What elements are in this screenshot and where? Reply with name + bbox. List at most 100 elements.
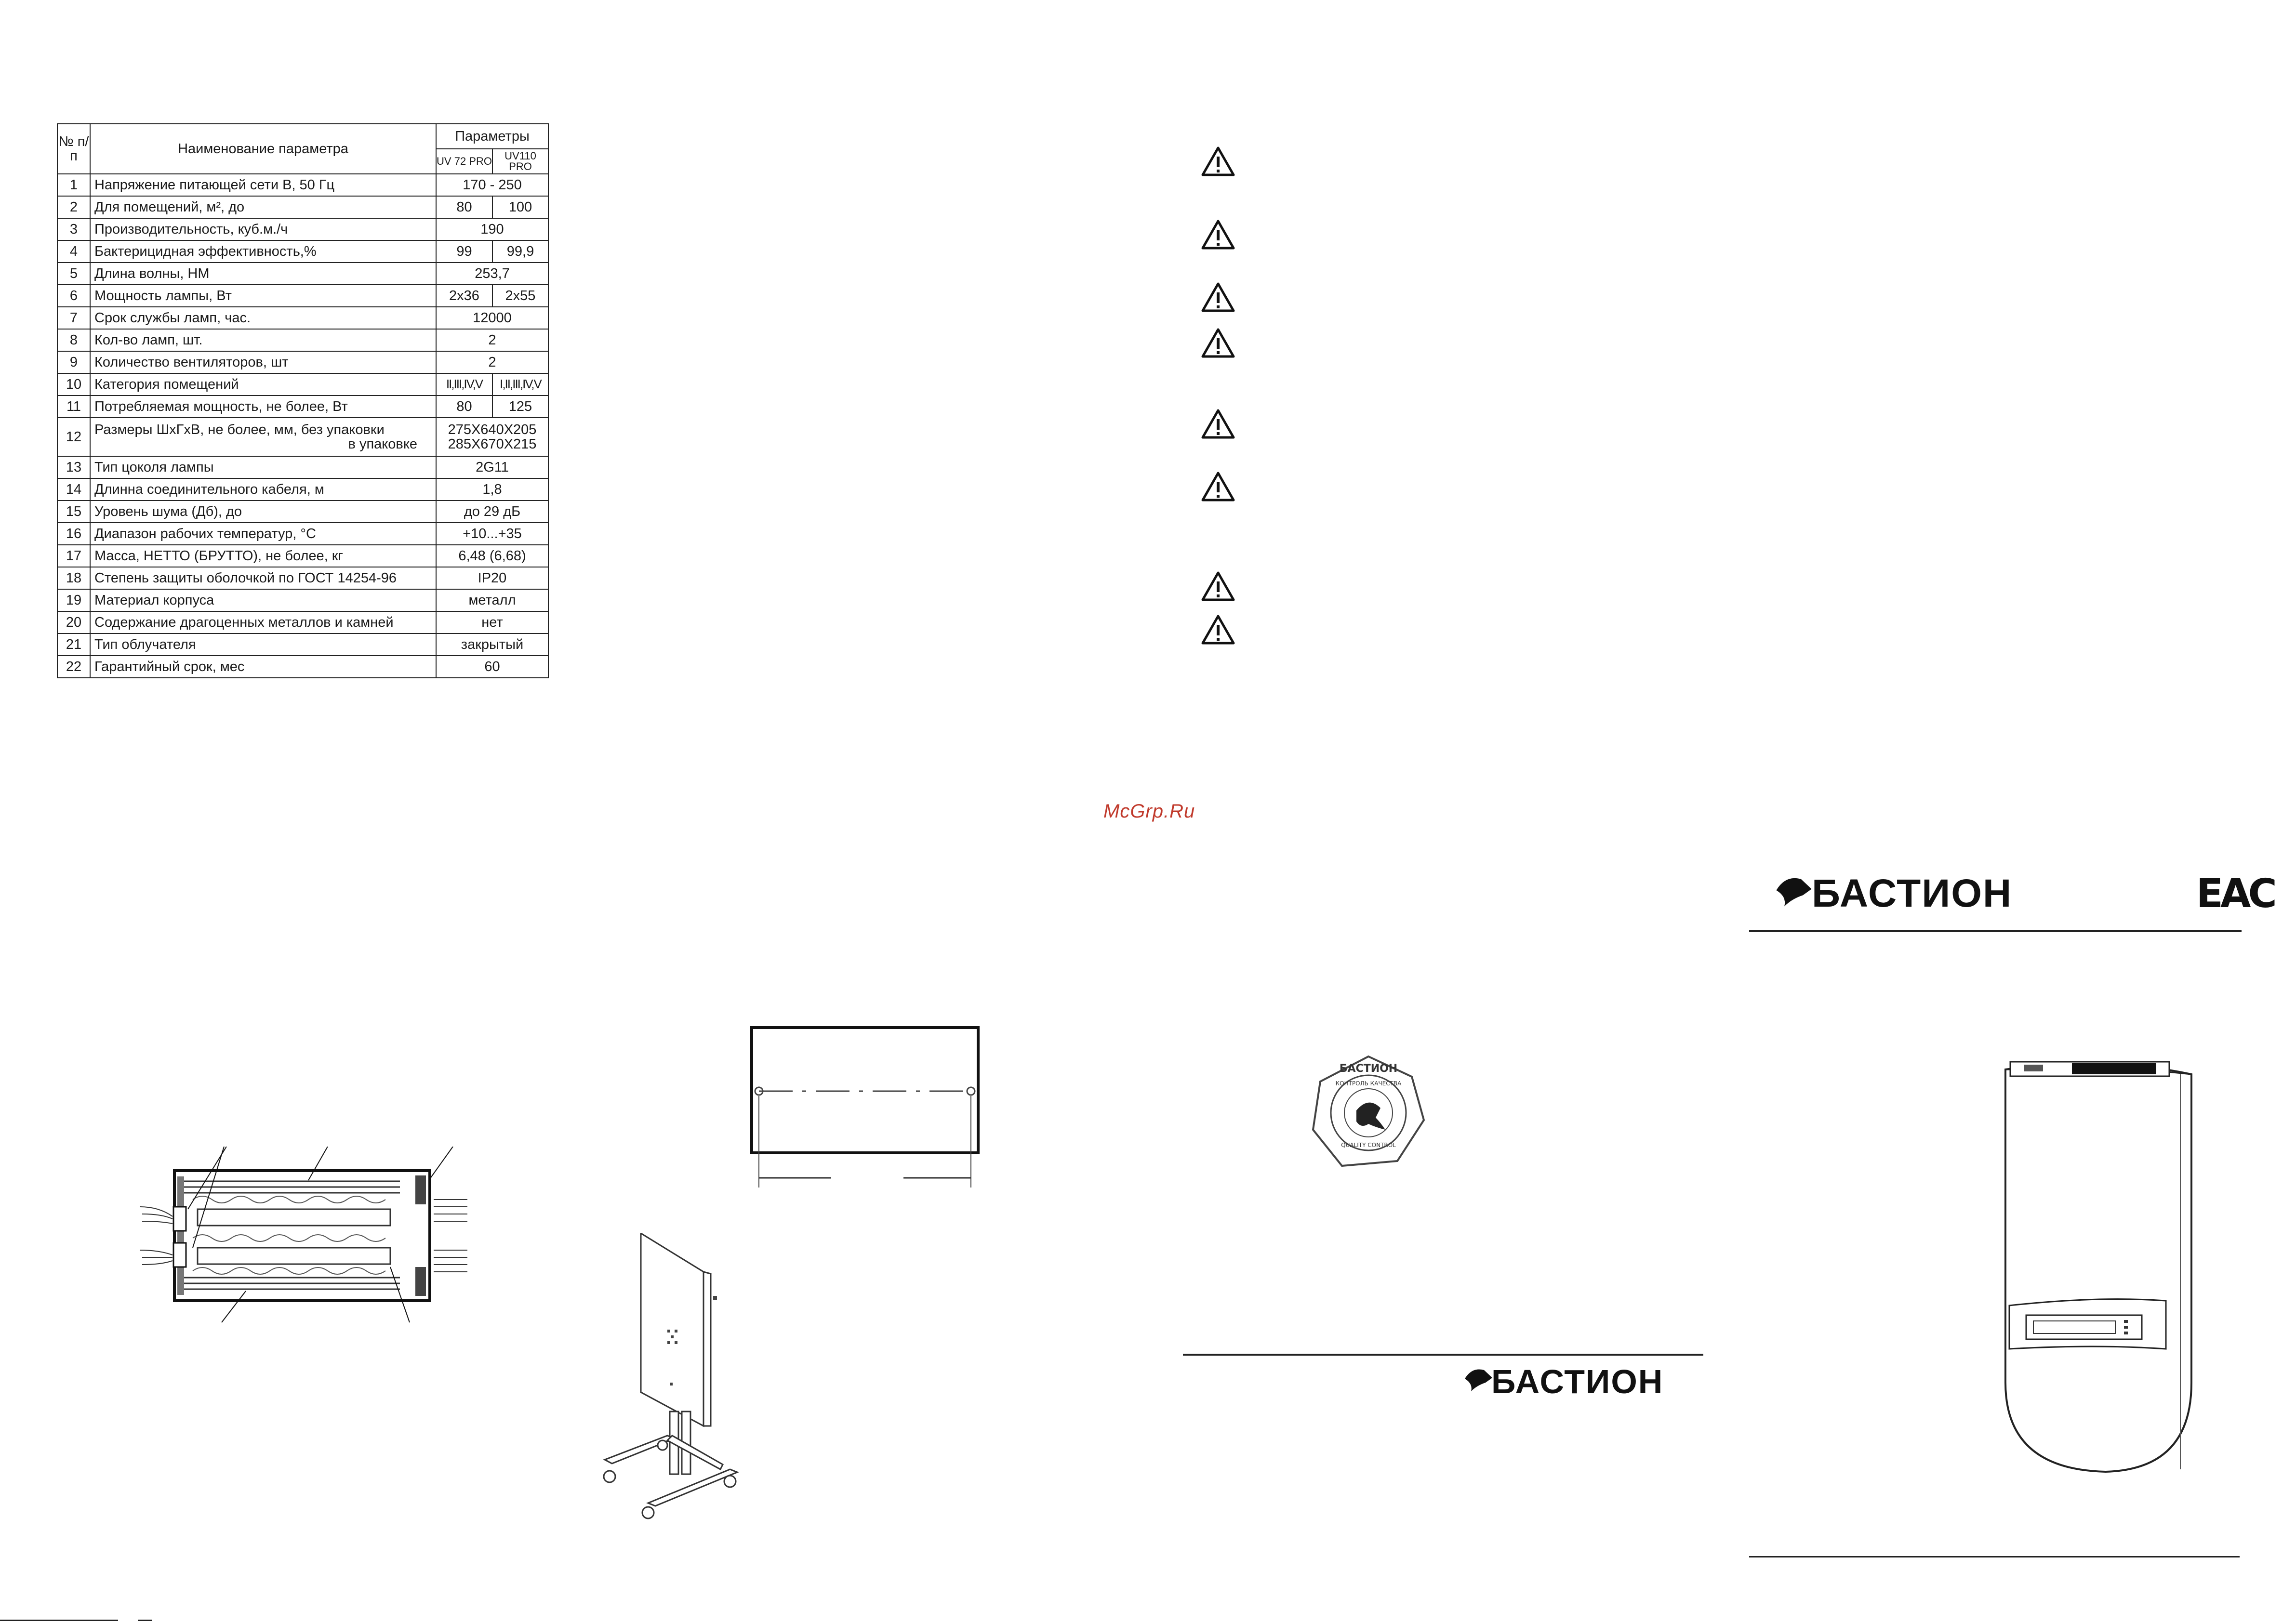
warning-triangle-icon [1201, 571, 1235, 601]
parameter-name: Категория помещений [90, 373, 437, 396]
parameter-name-text: Кол-во ламп, шт. [94, 332, 203, 348]
parameter-name: Тип облучателя [90, 633, 437, 656]
page-edge-mark [0, 1620, 118, 1621]
parameter-name: Тип цоколя лампы [90, 456, 437, 479]
row-number: 19 [57, 589, 91, 612]
value-model-1: 2х36 [436, 284, 493, 307]
parameter-name-text: Содержание драгоценных металлов и камней [94, 614, 394, 630]
parameter-name: Гарантийный срок, мес [90, 655, 437, 678]
parameter-name: Для помещений, м², до [90, 196, 437, 219]
stingray-logo-icon [1776, 878, 1812, 907]
value-shared: 253,7 [436, 262, 549, 285]
parameter-name: Материал корпуса [90, 589, 437, 612]
row-number: 18 [57, 567, 91, 590]
value-model-2: I,II,III,IV,V [492, 373, 549, 396]
value-model-1: II,III,IV,V [436, 373, 493, 396]
value-model-2: 2х55 [492, 284, 549, 307]
row-number: 2 [57, 196, 91, 219]
parameter-name-text: Уровень шума (Дб), до [94, 503, 242, 519]
parameter-name-text: Потребляемая мощность, не более, Вт [94, 398, 348, 414]
value-model-1: 80 [436, 196, 493, 219]
row-number: 1 [57, 173, 91, 197]
value-shared: 12000 [436, 306, 549, 330]
row-number: 15 [57, 500, 91, 523]
parameter-name: Срок службы ламп, час. [90, 306, 437, 330]
value-shared: нет [436, 611, 549, 634]
parameter-name-text: Мощность лампы, Вт [94, 288, 232, 303]
parameter-name-packed: в упаковке [348, 436, 418, 452]
header-num: № п/п [57, 123, 91, 174]
value-shared: 190 [436, 218, 549, 241]
row-number: 21 [57, 633, 91, 656]
parameter-name-text: Тип цоколя лампы [94, 459, 214, 475]
parameter-name: Производительность, куб.м./ч [90, 218, 437, 241]
parameter-name-text: Срок службы ламп, час. [94, 310, 251, 326]
header-model-2: UV110 PRO [492, 148, 549, 174]
warning-triangle-icon [1201, 615, 1235, 645]
row-number: 5 [57, 262, 91, 285]
recirculator-device-illustration [2004, 1061, 2192, 1473]
row-number: 13 [57, 456, 91, 479]
value-shared: +10...+35 [436, 522, 549, 545]
parameter-name-text: Длинна соединительного кабеля, м [94, 481, 324, 497]
parameter-name-text: Гарантийный срок, мес [94, 659, 245, 674]
stingray-logo-icon [1465, 1369, 1492, 1391]
parameter-name-text: Длина волны, НМ [94, 265, 210, 281]
header-model-1: UV 72 PRO [436, 148, 493, 174]
parameter-name: Мощность лампы, Вт [90, 284, 437, 307]
page-edge-mark [138, 1620, 152, 1621]
warning-triangle-icon [1201, 328, 1235, 358]
parameter-name-text: Размеры ШхГхВ, не более, мм, без упаковк… [94, 422, 385, 437]
parameter-name-text: Категория помещений [94, 376, 239, 392]
front-cover-bottom-rule [1749, 1556, 2240, 1557]
row-number: 7 [57, 306, 91, 330]
value-shared: 1,8 [436, 478, 549, 501]
parameter-name: Длина волны, НМ [90, 262, 437, 285]
value-shared: до 29 дБ [436, 500, 549, 523]
row-number: 17 [57, 544, 91, 567]
warning-triangle-icon [1201, 282, 1235, 312]
seal-top-text: БАСТИОН [1340, 1063, 1397, 1075]
warning-triangle-icon [1201, 146, 1235, 176]
parameter-name-text: Тип облучателя [94, 636, 196, 652]
parameter-name-text: Для помещений, м², до [94, 199, 245, 215]
warning-triangle-icon [1201, 220, 1235, 250]
row-number: 12 [57, 417, 91, 457]
row-number: 9 [57, 351, 91, 374]
value-model-2: 125 [492, 395, 549, 418]
warning-triangle-icon [1201, 409, 1235, 439]
row-number: 6 [57, 284, 91, 307]
value-shared: металл [436, 589, 549, 612]
parameter-name: Напряжение питающей сети В, 50 Гц [90, 173, 437, 197]
parameter-name-text: Диапазон рабочих температур, °С [94, 526, 316, 541]
parameter-name: Масса, НЕТТО (БРУТТО), не более, кг [90, 544, 437, 567]
row-number: 22 [57, 655, 91, 678]
parameter-name: Содержание драгоценных металлов и камней [90, 611, 437, 634]
parameter-name-text: Степень защиты оболочкой по ГОСТ 14254-9… [94, 570, 397, 586]
parameter-name-text: Производительность, куб.м./ч [94, 221, 288, 237]
parameter-name-text: Количество вентиляторов, шт [94, 354, 289, 370]
value-shared: 60 [436, 655, 549, 678]
row-number: 14 [57, 478, 91, 501]
row-number: 4 [57, 240, 91, 263]
parameter-name: Бактерицидная эффективность,% [90, 240, 437, 263]
